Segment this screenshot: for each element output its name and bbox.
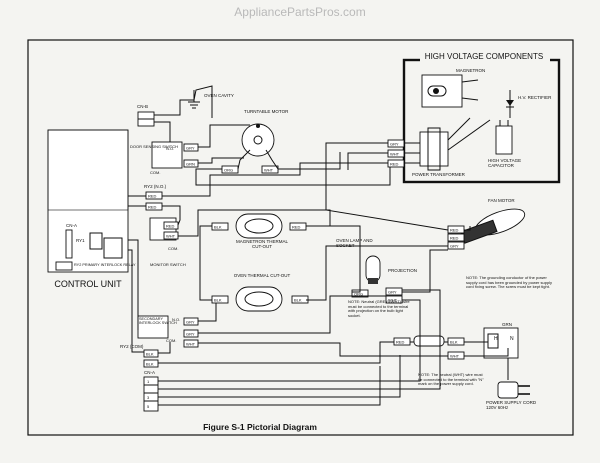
ry2com-blk-label: BLK [146, 352, 154, 357]
fan-gry-label: GRY [450, 244, 459, 249]
lamp-gry-label: GRY [388, 290, 397, 295]
secondary-switch-label: SECONDARY INTERLOCK SWITCH [139, 317, 177, 326]
power-cord-label: POWER SUPPLY CORD 120V 60Hz [486, 400, 537, 410]
turntable-motor-label: TURNTABLE MOTOR [244, 109, 289, 114]
lamp-org-label: ORG [354, 292, 363, 297]
cn-b-label: CN-B [137, 104, 148, 109]
monitor-red-label: RED [166, 224, 175, 229]
door-sensing-switch[interactable] [151, 141, 183, 169]
magnetron-icon [421, 74, 479, 108]
ground-note: NOTE: The grounding conductor of the pow… [466, 276, 553, 290]
monitor-wht-label: WHT [166, 234, 176, 239]
oven-thermal-cutout: BLK BLK [211, 286, 309, 312]
monitor-switch-label: MONITOR SWITCH [150, 262, 186, 267]
ry2-red-label: RED [148, 194, 157, 199]
fuse-red-label: RED [396, 340, 405, 345]
rectifier-icon [506, 90, 514, 118]
tt-wht-label: WHT [264, 168, 274, 173]
power-plug-icon [497, 381, 530, 399]
hv-gry-label: GRY [390, 142, 399, 147]
pin3-label: 3 [147, 395, 150, 400]
sec-no-label: N.O. [172, 317, 180, 322]
hv-rectifier-label: H.V. RECTIFIER [518, 95, 552, 100]
cn-a-label: CN-A [66, 223, 77, 228]
hv-red-label: RED [390, 162, 399, 167]
neutral-note: NOTE: The neutral (WHT) wire must be con… [418, 373, 484, 387]
cn-a-connector [65, 229, 73, 259]
otc-blk2-label: BLK [294, 298, 302, 303]
capacitor-label: HIGH VOLTAGE CAPACITOR [488, 158, 522, 168]
fuse-blk-label: BLK [450, 340, 458, 345]
lamp-note: NOTE: Neutral (GREY&WHT) wire must be co… [348, 300, 410, 318]
hv-wht-label: WHT [390, 152, 400, 157]
ry1-relay [89, 232, 103, 250]
ry1-label: RY1 [76, 238, 85, 243]
watermark: AppliancePartsPros.com [234, 5, 365, 19]
fan-red2-label: RED [450, 236, 459, 241]
magnetron-cutout-label: MAGNETRON THERMAL CUT-OUT [236, 239, 288, 249]
oven-cavity-label: OVEN CAVITY [204, 93, 234, 98]
oven-cutout-label: OVEN THERMAL CUT-OUT [233, 273, 291, 278]
diagram-frame [27, 39, 574, 436]
mtc-blk-label: BLK [214, 225, 222, 230]
capacitor-icon [495, 120, 513, 155]
tt-org-label: ORG [224, 168, 233, 173]
door-gry-label: GRY [186, 146, 195, 151]
ry2-no-label: RY2 (N.O.) [144, 184, 167, 189]
hv-title: HIGH VOLTAGE COMPONENTS [425, 52, 543, 61]
wires [128, 85, 509, 406]
control-unit-label: CONTROL UNIT [54, 279, 122, 289]
sec-com-label: COM. [166, 338, 176, 343]
ry2com-blk2-label: BLK [146, 362, 154, 367]
turntable-motor-icon [241, 123, 275, 157]
pin1-label: 1 [147, 379, 150, 384]
fan-motor-icon [460, 208, 526, 244]
magnetron-label: MAGNETRON [456, 68, 485, 73]
tb-grn-label: GRN [502, 322, 512, 327]
terminal-block [483, 327, 519, 380]
cn-a-bottom-label: CN-A [144, 370, 155, 375]
door-no-label: N.O. [166, 146, 174, 151]
ry2-red2-label: RED [148, 205, 157, 210]
otc-blk-label: BLK [214, 298, 222, 303]
magnetron-thermal-cutout: BLK RED [211, 213, 307, 239]
pin5-label: 5 [147, 404, 150, 409]
fan-red-label: RED [450, 228, 459, 233]
door-switch-label: DOOR SENSING SWITCH [130, 144, 178, 149]
oven-lamp-icon [365, 255, 381, 284]
sec-gry2-label: GRY [186, 332, 195, 337]
door-com-label: COM. [150, 170, 160, 175]
transformer-label: POWER TRANSFORMER [412, 172, 466, 177]
mtc-red-label: RED [292, 225, 301, 230]
control-unit-box [47, 129, 129, 273]
door-grn-label: GRN [186, 162, 195, 167]
ry2-label: RY2 PRIMARY INTERLOCK RELAY [74, 263, 136, 267]
lamp-wht-label: WHT [388, 298, 398, 303]
transformer-icon [419, 117, 491, 171]
fuse-icon [413, 335, 445, 347]
monitor-com-label: COM. [168, 246, 178, 251]
projection-label: PROJECTION [388, 268, 417, 273]
tb-h-label: H [494, 336, 498, 342]
sec-gry-label: GRY [186, 320, 195, 325]
fan-motor-label: FAN MOTOR [488, 198, 515, 203]
sec-wht-label: WHT [186, 342, 196, 347]
tb-wht-label: WHT [450, 354, 460, 359]
figure-caption: Figure S-1 Pictorial Diagram [203, 422, 317, 432]
tb-n-label: N [510, 336, 514, 342]
